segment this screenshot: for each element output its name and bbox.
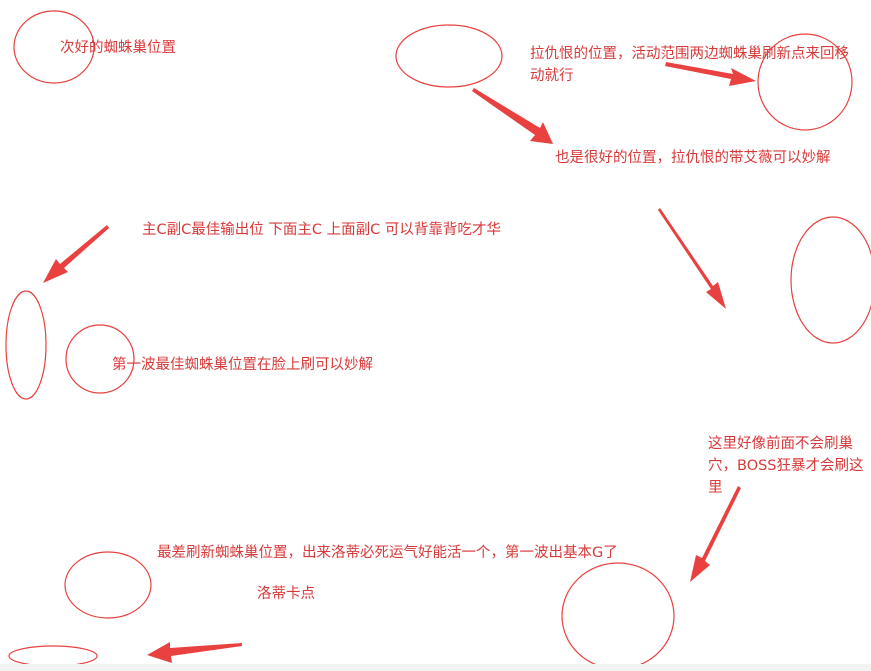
- arrow: [665, 62, 756, 86]
- note-boss-enrage: 这里好像前面不会刷巢穴，BOSS狂暴才会刷这里: [708, 436, 864, 496]
- marker-circle: [13, 10, 95, 84]
- arrow: [690, 486, 741, 582]
- note-aggro-position: 拉仇恨的位置，活动范围两边蜘蛛巢刷新点来回移动就行: [530, 46, 849, 84]
- note-main-dps-position: 主C副C最佳输出位 下面主C 上面副C 可以背靠背吃才华: [142, 222, 501, 238]
- marker-circle: [65, 324, 135, 394]
- note-worst-nest: 最差刷新蜘蛛巢位置，出来洛蒂必死运气好能活一个，第一波出基本G了: [157, 545, 618, 561]
- note-first-wave-best-nest: 第一波最佳蜘蛛巢位置在脸上刷可以妙解: [112, 357, 373, 373]
- arrow: [472, 88, 553, 144]
- bottom-strip: [0, 664, 871, 671]
- note-lotty-stuck: 洛蒂卡点: [257, 586, 315, 602]
- note-second-best-nest: 次好的蜘蛛巢位置: [60, 40, 176, 56]
- marker-circle: [64, 551, 152, 619]
- note-also-good-position: 也是很好的位置，拉仇恨的带艾薇可以妙解: [555, 150, 831, 166]
- marker-circle: [757, 33, 853, 131]
- marker-circle: [561, 562, 675, 670]
- marker-circle: [395, 24, 503, 88]
- marker-circle: [790, 216, 871, 344]
- marker-circle: [8, 645, 98, 667]
- marker-circle: [5, 290, 47, 400]
- arrow: [147, 642, 242, 663]
- arrow: [658, 208, 726, 309]
- arrow: [43, 225, 109, 283]
